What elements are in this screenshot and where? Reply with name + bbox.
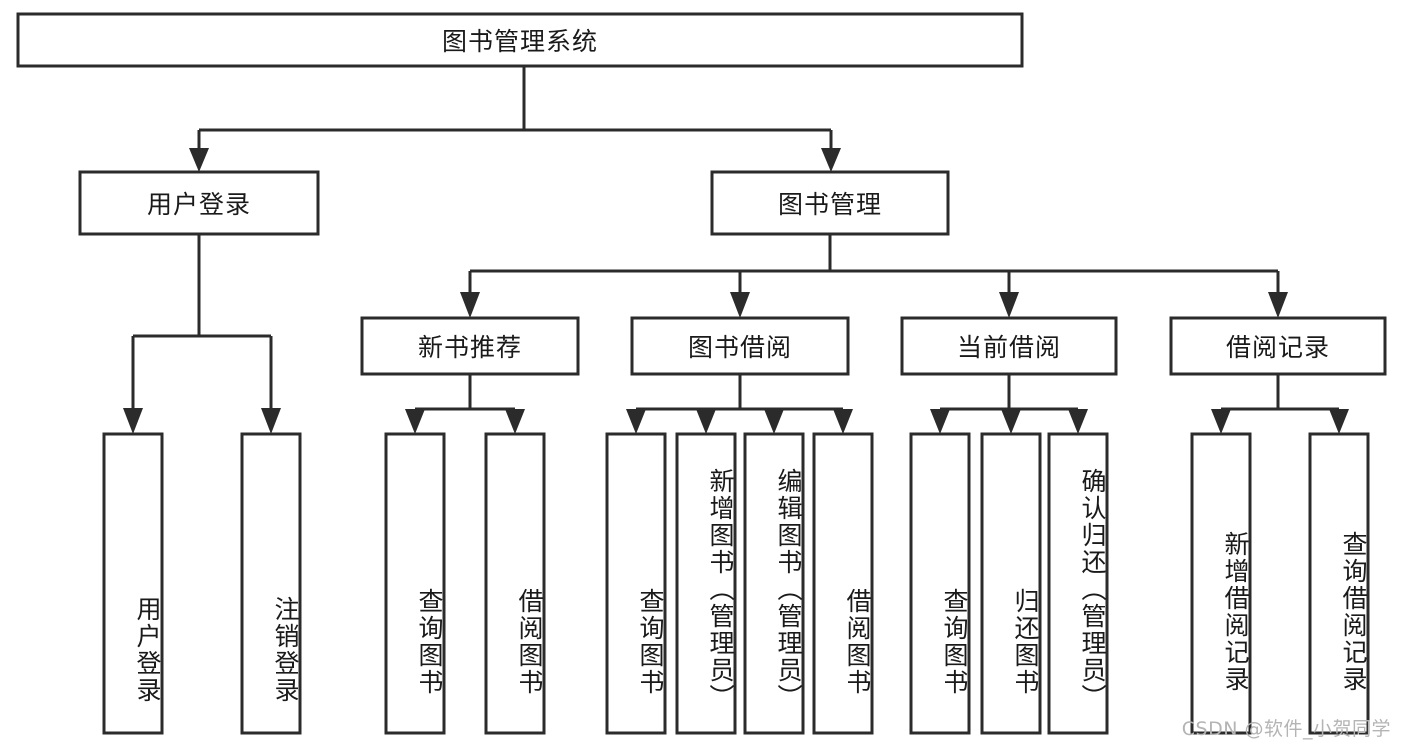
edge-borrow-records-bus <box>1219 374 1341 412</box>
arrowhead-current-borrow-leaf-2 <box>1001 409 1021 434</box>
edge-current-borrow-bus <box>938 374 1080 412</box>
edge-user-login-bus <box>131 234 273 412</box>
arrowhead-current-borrow-leaf-3 <box>1068 409 1088 434</box>
leaf-layer <box>102 432 1370 735</box>
edge-new-recommend-bus <box>413 374 517 412</box>
leaf-box-12[interactable] <box>1308 432 1370 735</box>
arrowhead-borrow-records-leaf-1 <box>1211 409 1231 434</box>
leaf-box-0[interactable] <box>102 432 164 735</box>
arrowhead-user-login-leaf-1 <box>123 408 143 434</box>
arrowhead-book-borrow-leaf-2 <box>696 409 716 434</box>
edge-root-bus <box>197 66 833 152</box>
leaf-box-9[interactable] <box>980 432 1042 735</box>
arrowhead-current-borrow-leaf-1 <box>930 409 950 434</box>
node-layer <box>16 12 1387 376</box>
leaf-box-4[interactable] <box>605 432 667 735</box>
leaf-box-10[interactable] <box>1047 432 1109 735</box>
edge-book-borrow-bus <box>634 374 845 412</box>
arrowhead-new-recommend-leaf-2 <box>505 409 525 434</box>
arrowhead-user-login-leaf-2 <box>261 408 281 434</box>
arrowhead-to-book-borrow <box>730 292 750 318</box>
arrowhead-book-borrow-leaf-4 <box>833 409 853 434</box>
leaf-box-8[interactable] <box>909 432 971 735</box>
leaf-box-3[interactable] <box>484 432 546 735</box>
arrowhead-borrow-records-leaf-2 <box>1329 409 1349 434</box>
node-book-mgmt-box[interactable] <box>710 170 950 236</box>
leaf-box-1[interactable] <box>240 432 302 735</box>
arrowhead-to-borrow-records <box>1268 292 1288 318</box>
arrowhead-root-to-book-mgmt <box>821 148 841 172</box>
arrowhead-to-current-borrow <box>999 292 1019 318</box>
connector-layer <box>123 66 1349 434</box>
leaf-box-2[interactable] <box>384 432 446 735</box>
arrowhead-new-recommend-leaf-1 <box>405 409 425 434</box>
node-book-borrow-box[interactable] <box>630 316 850 376</box>
leaf-box-7[interactable] <box>812 432 874 735</box>
arrowhead-book-borrow-leaf-1 <box>626 409 646 434</box>
leaf-box-11[interactable] <box>1190 432 1252 735</box>
node-user-login-box[interactable] <box>78 170 320 236</box>
arrowhead-root-to-user-login <box>189 148 209 172</box>
node-new-recommend-box[interactable] <box>360 316 580 376</box>
node-root-box[interactable] <box>16 12 1024 68</box>
arrowhead-to-new-recommend <box>460 292 480 318</box>
leaf-box-6[interactable] <box>743 432 805 735</box>
node-current-borrow-box[interactable] <box>900 316 1118 376</box>
edge-book-mgmt-bus <box>468 234 1280 296</box>
node-borrow-records-box[interactable] <box>1169 316 1387 376</box>
leaf-box-5[interactable] <box>675 432 737 735</box>
arrowhead-book-borrow-leaf-3 <box>764 409 784 434</box>
csdn-watermark: CSDN @软件_小贺同学 <box>1181 718 1391 740</box>
